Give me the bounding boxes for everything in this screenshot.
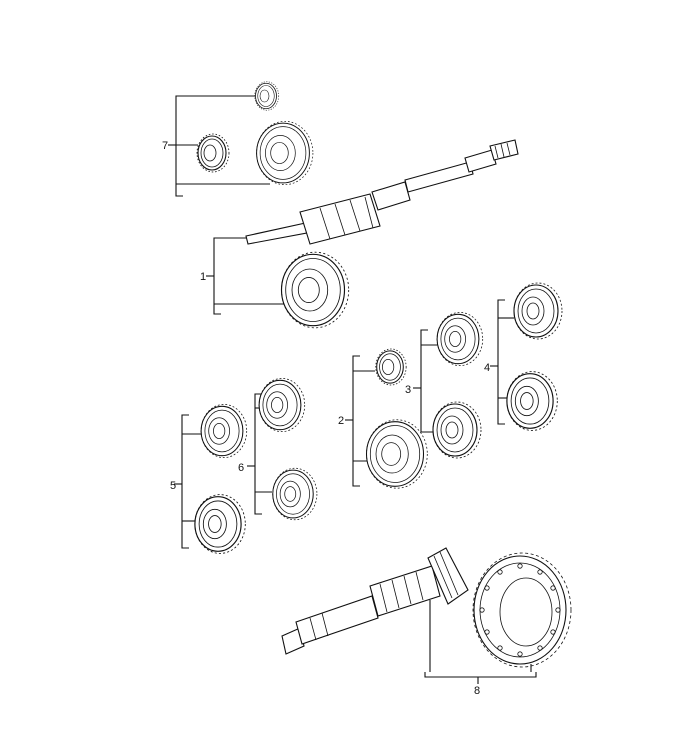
- gear-7-large: [256, 120, 314, 186]
- group-8-bracket: [424, 600, 537, 684]
- gear-5-upper: [200, 403, 248, 459]
- gear-5-lower: [194, 494, 246, 554]
- group-1-bracket: [206, 237, 290, 315]
- callout-5: 5: [170, 480, 176, 492]
- gear-2-small: [375, 348, 407, 386]
- group-2-bracket: [345, 355, 375, 487]
- callout-2: 2: [338, 415, 344, 427]
- gear-3-upper: [436, 311, 484, 367]
- gear-6-upper: [258, 377, 306, 433]
- gear-1-large: [280, 251, 350, 329]
- gear-7-synchro: [196, 133, 230, 173]
- callout-8: 8: [474, 685, 480, 697]
- gear-7-small-pinion: [254, 81, 280, 111]
- callout-3: 3: [405, 384, 411, 396]
- input-shaft: [245, 139, 519, 245]
- pinion-shaft: [281, 547, 469, 655]
- callout-1: 1: [200, 271, 206, 283]
- gear-4-upper: [513, 282, 563, 340]
- group-7-bracket: [168, 95, 270, 197]
- gear-2-large: [365, 419, 428, 489]
- gear-6-lower: [272, 467, 318, 521]
- gear-3-lower: [432, 401, 482, 459]
- callout-6: 6: [238, 462, 244, 474]
- group-3-bracket: [413, 329, 440, 433]
- callout-4: 4: [484, 362, 490, 374]
- gear-4-lower: [506, 371, 558, 431]
- ring-gear: [472, 552, 572, 668]
- callout-7: 7: [162, 140, 168, 152]
